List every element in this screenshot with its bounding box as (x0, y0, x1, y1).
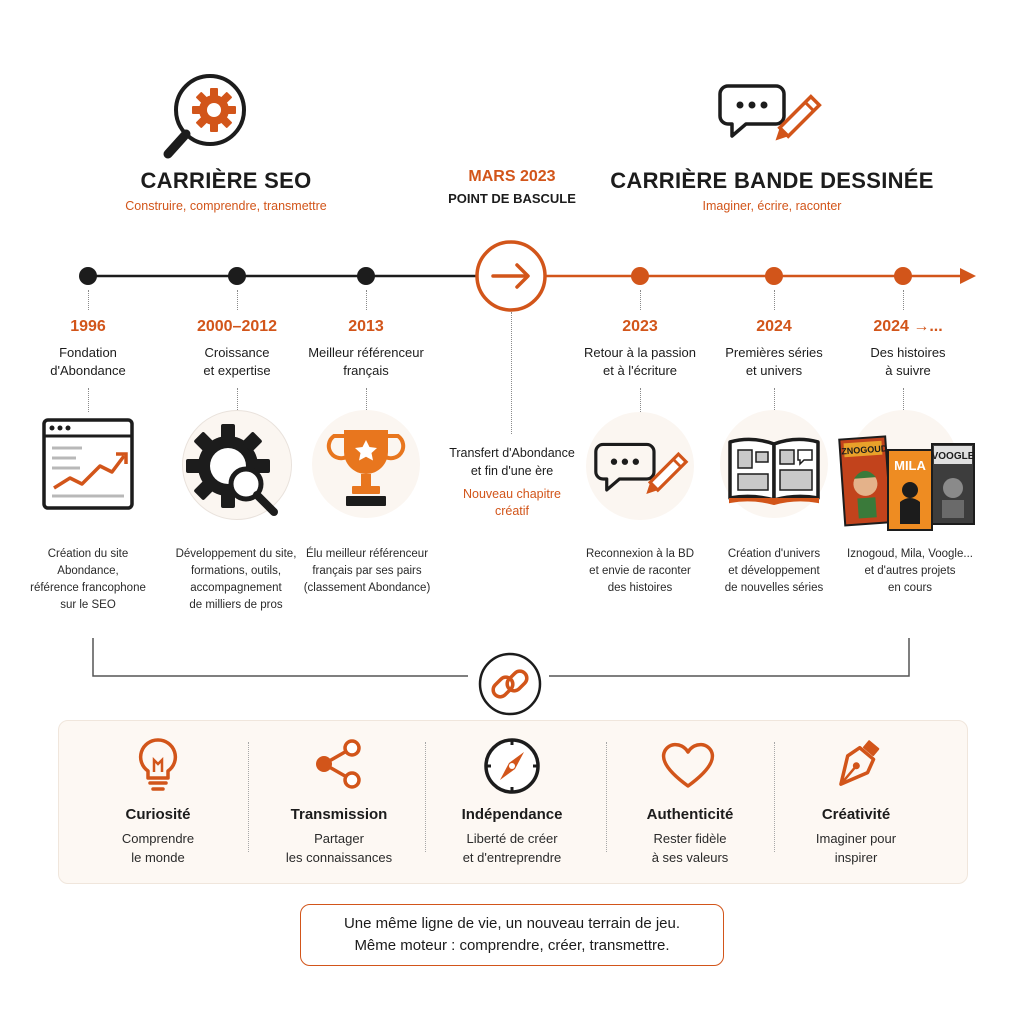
milestone-label: Croissance (204, 345, 270, 360)
milestone-1996: 1996 Fondation d'Abondance (18, 318, 158, 380)
milestone-2013: 2013 Meilleur référenceur français (296, 318, 436, 380)
pivot-arrow-icon (475, 240, 547, 312)
milestone-year: 2024 →... (873, 318, 943, 335)
milestone-label: et univers (745, 363, 803, 378)
timeline-dot-2023 (631, 267, 649, 285)
compass-icon (484, 738, 540, 794)
milestone-2000-2012: 2000–2012 Croissance et expertise (162, 318, 312, 380)
value-transmission: Transmission Partager les connaissances (285, 806, 393, 865)
milestone-description: Iznogoud, Mila, Voogle...et d'autres pro… (847, 548, 973, 594)
magnifier-gear-icon (163, 74, 246, 159)
pen-nib-icon (839, 740, 880, 786)
milestone-year: 1996 (70, 318, 106, 335)
motto-box: Une même ligne de vie, un nouveau terrai… (300, 904, 724, 966)
timeline-dot-2000 (228, 267, 246, 285)
value-authenticity: Authenticité Rester fidèle à ses valeurs (646, 806, 734, 865)
pivot-line: et fin d'une ère (470, 464, 554, 478)
share-icon (316, 739, 361, 789)
comic-career-title: CARRIÈRE BANDE DESSINÉE (610, 168, 934, 193)
milestone-label: Fondation (59, 345, 117, 360)
timeline-dot-2024 (765, 267, 783, 285)
book-title-mila: MILA (894, 458, 926, 473)
comic-career-subtitle: Imaginer, écrire, raconter (702, 199, 842, 213)
heart-icon (661, 742, 715, 788)
milestone-label: Retour à la passion (583, 345, 696, 360)
motto-line: Même moteur : comprendre, créer, transme… (354, 937, 670, 954)
value-curiosity: Curiosité Comprendre le monde (121, 806, 195, 865)
timeline-dot-2013 (357, 267, 375, 285)
book-title-voogle: VOOGLE (932, 451, 975, 462)
milestone-label: Meilleur référenceur (308, 345, 424, 360)
timeline-dot-2024-plus (894, 267, 912, 285)
timeline (79, 240, 976, 312)
speech-pencil-icon (718, 84, 822, 141)
timeline-dot-1996 (79, 267, 97, 285)
milestone-year: 2000–2012 (196, 318, 278, 335)
trophy-icon (326, 430, 406, 506)
milestone-year: 2023 (622, 318, 658, 335)
milestone-label: et à l'écriture (602, 363, 677, 378)
gear-search-icon (186, 424, 278, 516)
milestone-label: et expertise (203, 363, 271, 378)
pivot-label: POINT DE BASCULE (448, 191, 576, 206)
link-bracket (92, 638, 910, 716)
milestone-year: 2024 (756, 318, 792, 335)
value-independence: Indépendance Liberté de créer et d'entre… (461, 806, 563, 865)
lightbulb-icon (138, 738, 178, 791)
milestone-label: à suivre (885, 363, 931, 378)
pivot-description: Transfert d'Abondance et fin d'une ère N… (432, 444, 592, 520)
pivot-accent: créatif (494, 504, 530, 518)
analytics-chart-icon (42, 418, 134, 510)
milestone-label: Premières séries (725, 345, 823, 360)
open-book-icon (728, 437, 820, 506)
milestone-label: d'Abondance (50, 363, 126, 378)
milestone-label: français (343, 363, 389, 378)
milestone-2023: 2023 Retour à la passion et à l'écriture (570, 318, 710, 380)
pivot-line: Transfert d'Abondance (449, 446, 575, 460)
speech-pencil-icon (594, 442, 689, 494)
pivot-accent: Nouveau chapitre (463, 487, 561, 501)
book-title-iznogoud: IZNOGOUD (839, 443, 889, 456)
milestone-2024-plus: 2024 →... Des histoires à suivre (838, 318, 978, 380)
motto-line: Une même ligne de vie, un nouveau terrai… (343, 915, 681, 932)
milestone-2024: 2024 Premières séries et univers (704, 318, 844, 380)
value-creativity: Créativité Imaginer pour inspirer (815, 806, 897, 865)
comic-books-icon: IZNOGOUD MILA VOOGLE (838, 435, 975, 531)
pivot-date: MARS 2023 (468, 168, 556, 185)
milestone-description: Développement du site,formations, outils… (175, 548, 297, 611)
milestone-year: 2013 (348, 318, 384, 335)
seo-career-title: CARRIÈRE SEO (140, 168, 312, 193)
milestone-label: Des histoires (870, 345, 946, 360)
chain-link-icon (478, 652, 542, 716)
seo-career-subtitle: Construire, comprendre, transmettre (125, 199, 327, 213)
